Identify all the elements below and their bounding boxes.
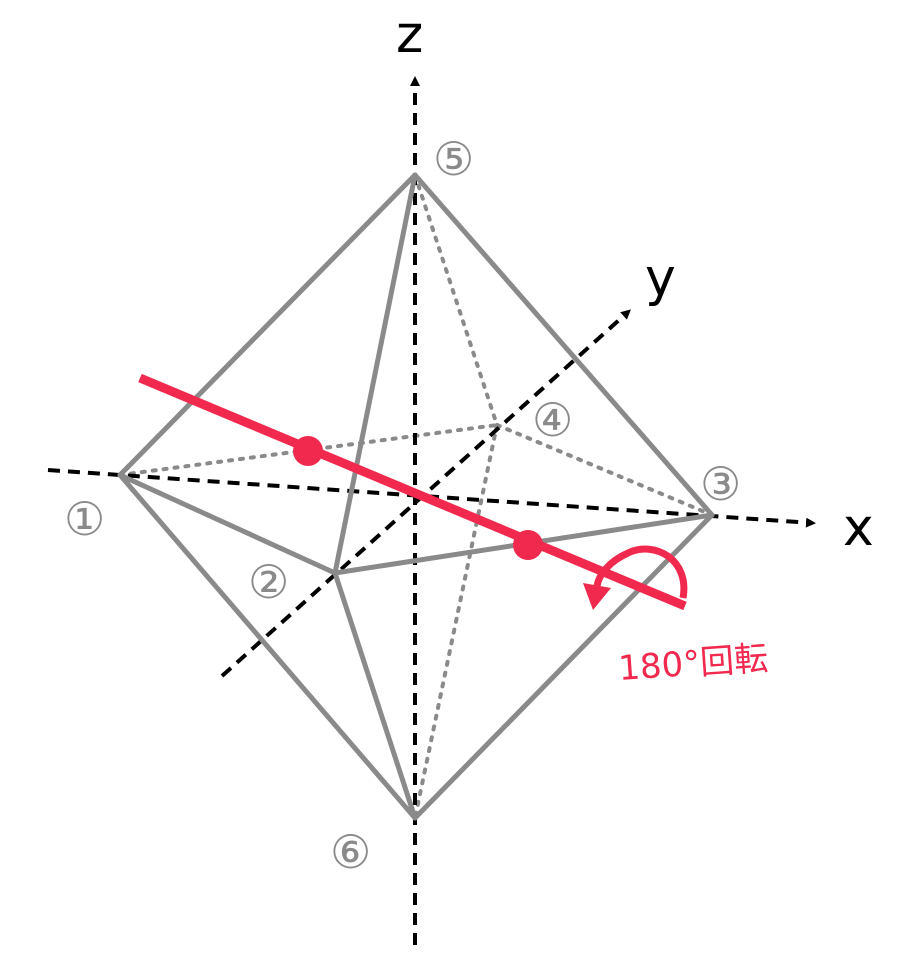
- x-axis-label: x: [843, 498, 874, 558]
- hidden-edge-4-6: [413, 423, 499, 820]
- edge-midpoint-1-4: [293, 436, 323, 466]
- edge-5-1: [117, 172, 418, 478]
- vertex-label-2: ②: [248, 555, 289, 609]
- rotation-arrow-icon: [583, 545, 688, 610]
- vertex-label-4: ④: [532, 393, 573, 447]
- edge-1-6: [117, 472, 418, 821]
- edge-1-2: [117, 472, 338, 576]
- coordinate-axes: [47, 76, 816, 945]
- vertex-label-1: ①: [64, 492, 105, 546]
- z-axis-label: z: [396, 5, 423, 65]
- hidden-edge-5-4: [413, 173, 499, 427]
- edge-midpoint-2-3: [513, 530, 543, 560]
- rotation-axis-line: [138, 373, 687, 611]
- y-axis: [220, 309, 631, 678]
- vertex-label-6: ⑥: [330, 825, 371, 879]
- rotation-label: 180°回転: [617, 639, 769, 689]
- edge-3-6: [412, 512, 715, 821]
- vertex-label-5: ⑤: [433, 132, 474, 186]
- y-axis-label: y: [645, 248, 676, 308]
- edge-5-3: [412, 172, 715, 518]
- rotation-axis: [138, 373, 687, 611]
- vertex-label-3: ③: [700, 457, 741, 511]
- edge-5-2: [332, 172, 418, 576]
- edge-2-6: [332, 570, 418, 821]
